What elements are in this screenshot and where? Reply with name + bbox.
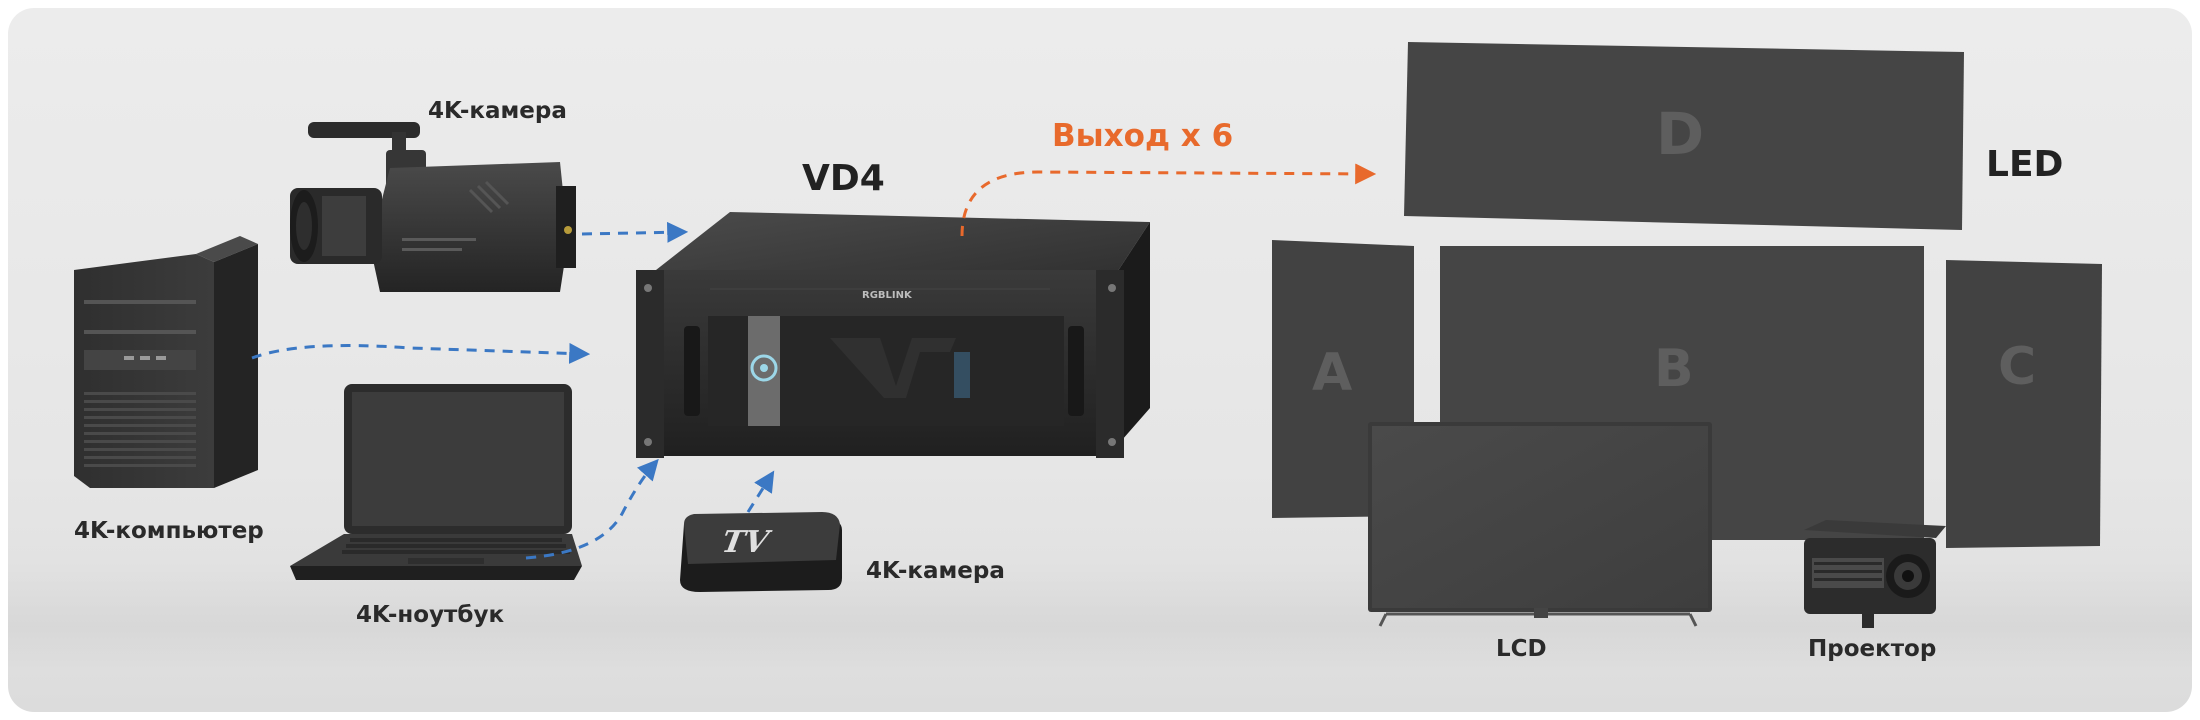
tv-box-label: TV [719, 525, 774, 560]
panel-c-letter: C [1998, 337, 2036, 397]
lcd-label: LCD [1496, 636, 1547, 662]
processor-brand-label: RGBLINK [862, 290, 913, 301]
arrow-computer-to-vd4 [251, 342, 591, 364]
lcd-tv-icon [1368, 422, 1712, 627]
projector-icon [1804, 520, 1946, 628]
output-label: Выход x 6 [1052, 118, 1234, 154]
led-label: LED [1986, 144, 2064, 185]
led-panel-c: C [1946, 260, 2102, 548]
led-panel-d: D [1404, 42, 1964, 230]
arrow-laptop-to-vd4 [525, 458, 659, 560]
camera-bottom-label: 4K-камера [866, 558, 1005, 584]
arrow-tvbox-to-vd4 [746, 470, 775, 513]
laptop-icon [290, 384, 582, 580]
panel-d-letter: D [1656, 100, 1704, 168]
arrow-vd4-to-outputs [960, 163, 1377, 237]
projector-label: Проектор [1808, 636, 1937, 662]
arrow-camera-to-vd4 [581, 221, 689, 243]
video-camera-icon [290, 122, 576, 292]
laptop-label: 4K-ноутбук [356, 602, 505, 628]
panel-a-letter: A [1312, 343, 1352, 403]
tv-box-icon: TV [680, 512, 842, 592]
computer-tower-icon [74, 236, 258, 488]
panel-b-letter: B [1654, 339, 1694, 399]
vd4-processor-icon: RGBLINK [636, 212, 1150, 458]
camera-top-label: 4K-камера [428, 98, 567, 124]
processor-label: VD4 [802, 158, 885, 199]
computer-label: 4K-компьютер [74, 518, 264, 544]
